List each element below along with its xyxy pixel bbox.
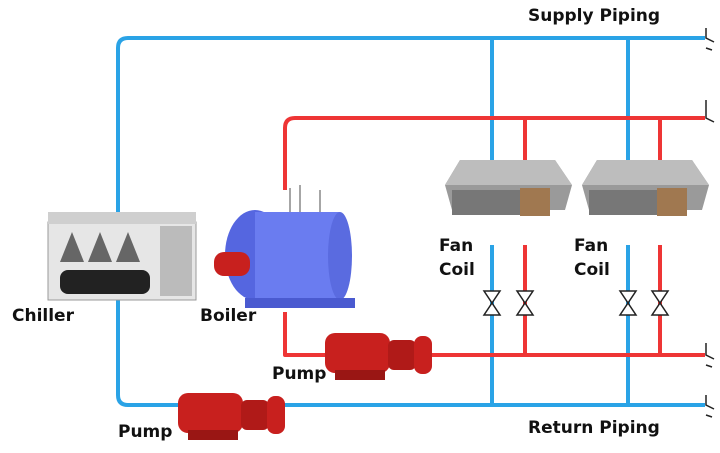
cold-pump-label: Pump	[118, 422, 173, 442]
valve-icon	[515, 290, 535, 316]
chiller-unit	[47, 212, 197, 301]
fan-coil-2-label-line2: Coil	[574, 260, 610, 280]
fan-coil-1-label-line2: Coil	[439, 260, 475, 280]
boiler-label: Boiler	[200, 306, 257, 326]
pipe-break-icon	[705, 395, 715, 418]
chilled-water-pump	[178, 393, 285, 440]
hot-pump-label: Pump	[272, 364, 327, 384]
valve-icon	[482, 290, 502, 316]
return-piping-label: Return Piping	[528, 418, 660, 438]
boiler-unit	[214, 185, 355, 308]
fan-coil-2-label-line1: Fan	[574, 236, 609, 256]
valve-icon	[618, 290, 638, 316]
pipe-break-icon	[705, 28, 715, 51]
valve-icon	[650, 290, 670, 316]
hot-return-pipe	[283, 312, 705, 357]
chilled-supply-pipe	[116, 36, 705, 215]
chilled-return-pipe	[116, 300, 705, 407]
hot-supply-pipe	[283, 116, 705, 190]
hot-water-pump	[325, 333, 432, 380]
chiller-label: Chiller	[12, 306, 74, 326]
fan-coil-1-label-line1: Fan	[439, 236, 474, 256]
pipe-break-icon	[705, 100, 715, 123]
fan-coil-unit-2	[582, 160, 709, 216]
supply-piping-label: Supply Piping	[528, 6, 661, 26]
pipe-break-icon	[705, 343, 715, 368]
fan-coil-unit-1	[445, 160, 572, 216]
